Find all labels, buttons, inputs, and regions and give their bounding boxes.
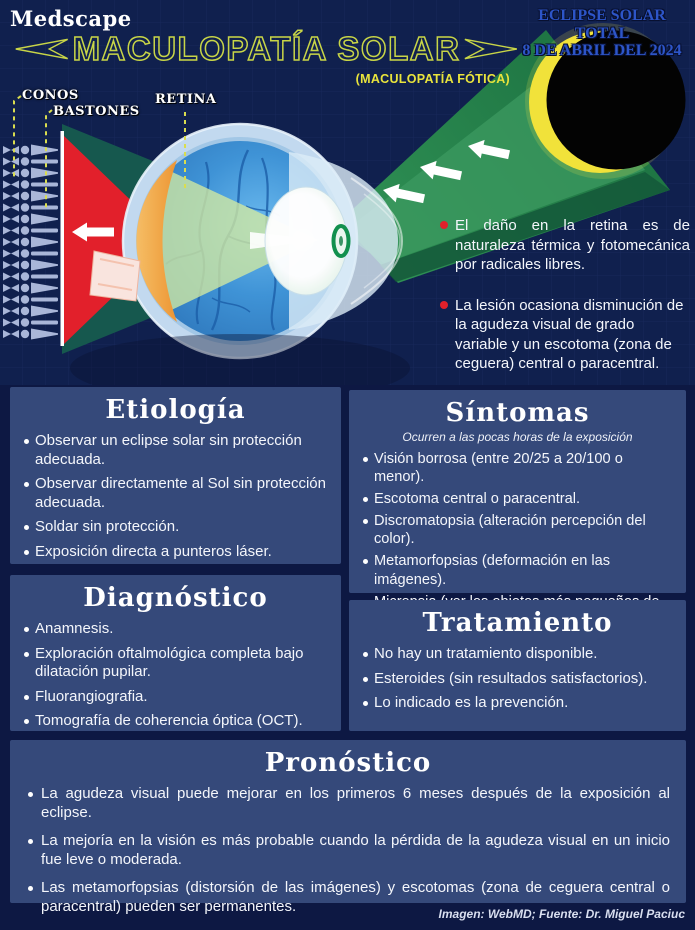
- sintomas-panel: Síntomas Ocurren a las pocas horas de la…: [349, 390, 686, 650]
- list-item-text: La agudeza visual puede mejorar en los p…: [41, 785, 670, 821]
- list-item-text: Discromatopsia (alteración percepción de…: [374, 513, 646, 548]
- bullet-icon: [363, 559, 368, 565]
- list-item: Lo indicado es la prevención.: [363, 694, 674, 713]
- eclipse-date-line2: 8 DE ABRIL DEL 2024: [522, 42, 682, 60]
- diagnostico-list: Anamnesis. Exploración oftalmológica comp…: [10, 618, 341, 745]
- tratamiento-panel: Tratamiento No hay un tratamiento dispon…: [349, 600, 686, 731]
- optic-nerve: [89, 250, 141, 302]
- list-item-text: Anamnesis.: [35, 620, 114, 637]
- diagnostico-title: Diagnóstico: [83, 583, 268, 613]
- sintomas-title: Síntomas: [445, 398, 590, 428]
- key-point-text: La lesión ocasiona disminución de la agu…: [455, 296, 684, 373]
- key-point-item: El daño en la retina es de naturaleza té…: [440, 216, 690, 275]
- bullet-icon: [363, 497, 368, 503]
- medscape-logo: Medscape: [10, 6, 132, 31]
- diagnostico-panel: Diagnóstico Anamnesis. Exploración oftalm…: [10, 575, 341, 731]
- list-item-text: Esteroides (sin resultados satisfactorio…: [374, 669, 648, 687]
- bullet-icon: [363, 701, 368, 707]
- list-item-text: Fluorangiografia.: [35, 687, 148, 705]
- title-left-wing-icon: [15, 38, 69, 60]
- list-item: Tomografía de coherencia óptica (OCT).: [24, 712, 329, 731]
- list-item: Fluorangiografia.: [24, 688, 329, 707]
- page-title: MACULOPATÍA SOLAR: [72, 29, 461, 68]
- page-subtitle: (MACULOPATÍA FÓTICA): [355, 72, 510, 86]
- etiologia-list: Observar un eclipse solar sin protección…: [10, 430, 341, 576]
- list-item-text: La mejoría en la visión es más probable …: [41, 832, 670, 868]
- list-item: La mejoría en la visión es más probable …: [28, 832, 670, 869]
- bullet-icon: [28, 839, 33, 845]
- cornea-lens: [264, 152, 404, 330]
- bullet-icon: [24, 651, 29, 657]
- pronostico-title: Pronóstico: [264, 748, 432, 778]
- label-rods: BASTONES: [53, 104, 140, 119]
- list-item: Exposición directa a punteros láser.: [24, 543, 329, 562]
- key-points-list: El daño en la retina es de naturaleza té…: [440, 216, 690, 395]
- list-item-text: Metamorfopsias (deformación en las imáge…: [374, 553, 611, 588]
- eclipse-date: ECLIPSE SOLAR TOTAL 8 DE ABRIL DEL 2024: [516, 7, 688, 60]
- list-item: Anamnesis.: [24, 620, 329, 639]
- red-bullet-icon: [440, 221, 448, 229]
- list-item-text: Exploración oftalmológica completa bajo …: [35, 644, 304, 681]
- bullet-icon: [24, 525, 29, 531]
- eye-diagram: [0, 0, 695, 385]
- list-item: Escotoma central o paracentral.: [363, 490, 674, 508]
- list-item: Observar directamente al Sol sin protecc…: [24, 475, 329, 512]
- list-item: Visión borrosa (entre 20/25 a 20/100 o m…: [363, 450, 674, 486]
- retina-wall: [60, 131, 64, 346]
- list-item: Metamorfopsias (deformación en las imáge…: [363, 552, 674, 588]
- list-item: Las metamorfopsias (distorsión de las im…: [28, 879, 670, 916]
- bullet-icon: [363, 652, 368, 657]
- bullet-icon: [363, 676, 368, 682]
- title-row: MACULOPATÍA SOLAR: [14, 29, 519, 68]
- bullet-icon: [24, 627, 29, 632]
- list-item-text: Visión borrosa (entre 20/25 a 20/100 o m…: [374, 451, 623, 486]
- list-item: Exploración oftalmológica completa bajo …: [24, 645, 329, 682]
- list-item: No hay un tratamiento disponible.: [363, 645, 674, 664]
- tratamiento-title: Tratamiento: [422, 608, 613, 638]
- bullet-icon: [24, 549, 29, 555]
- bullet-icon: [24, 482, 29, 488]
- pronostico-panel: Pronóstico La agudeza visual puede mejor…: [10, 740, 686, 915]
- eclipse-sun-icon: [525, 23, 686, 179]
- red-bullet-icon: [440, 300, 448, 309]
- list-item: Observar un eclipse solar sin protección…: [24, 432, 329, 469]
- bullet-icon: [24, 694, 29, 700]
- list-item: Esteroides (sin resultados satisfactorio…: [363, 670, 674, 689]
- list-item-text: Soldar sin protección.: [35, 518, 180, 536]
- list-item-text: Lo indicado es la prevención.: [374, 694, 569, 712]
- tratamiento-list: No hay un tratamiento disponible. Esteroi…: [349, 643, 686, 727]
- bullet-icon: [24, 439, 29, 444]
- eyeball: [89, 122, 404, 360]
- list-item-text: Exposición directa a punteros láser.: [35, 542, 272, 560]
- bullet-icon: [28, 792, 33, 797]
- sintomas-subtitle: Ocurren a las pocas horas de la exposici…: [402, 430, 633, 444]
- retina-crescent: [136, 160, 177, 322]
- list-item-text: Escotoma central o paracentral.: [374, 491, 581, 508]
- etiologia-title: Etiología: [105, 395, 246, 425]
- label-retina: RETINA: [155, 92, 217, 107]
- list-item: Discromatopsia (alteración percepción de…: [363, 512, 674, 548]
- list-item: La agudeza visual puede mejorar en los p…: [28, 785, 670, 822]
- label-cones: CONOS: [22, 88, 79, 103]
- list-item-text: No hay un tratamiento disponible.: [374, 645, 598, 662]
- etiologia-panel: Etiología Observar un eclipse solar sin …: [10, 387, 341, 564]
- list-item: Soldar sin protección.: [24, 518, 329, 537]
- bullet-icon: [363, 519, 368, 525]
- image-credit: Imagen: WebMD; Fuente: Dr. Miguel Paciuc: [438, 907, 685, 921]
- bullet-icon: [28, 886, 33, 892]
- title-right-wing-icon: [464, 38, 518, 60]
- pronostico-list: La agudeza visual puede mejorar en los p…: [10, 783, 686, 930]
- list-item-text: Observar un eclipse solar sin protección…: [35, 432, 302, 468]
- label-leader-lines: [13, 95, 186, 210]
- eclipse-date-line1: ECLIPSE SOLAR TOTAL: [538, 7, 666, 42]
- focused-light-cone: [140, 157, 318, 325]
- bullet-icon: [363, 457, 368, 462]
- key-point-item: La lesión ocasiona disminución de la agu…: [440, 296, 690, 374]
- key-point-text: El daño en la retina es de naturaleza té…: [455, 217, 690, 273]
- bullet-icon: [24, 719, 29, 725]
- list-item-text: Observar directamente al Sol sin protecc…: [35, 475, 326, 511]
- list-item-text: Tomografía de coherencia óptica (OCT).: [35, 712, 303, 730]
- list-item-text: Las metamorfopsias (distorsión de las im…: [41, 879, 670, 915]
